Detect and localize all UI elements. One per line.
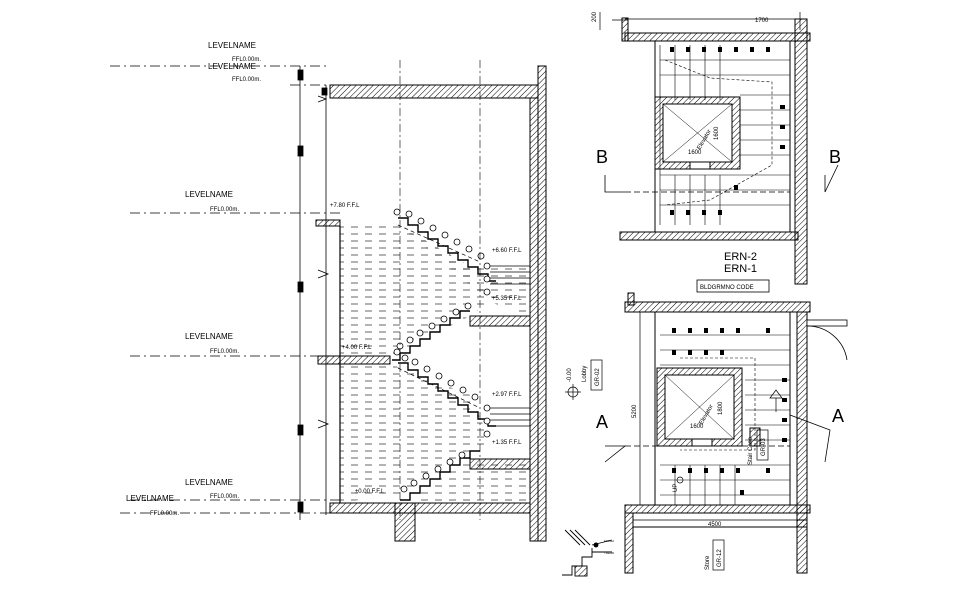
- dimension-label: 1600: [688, 150, 702, 156]
- elevation-label: ±0.00 F.F.L: [355, 489, 385, 495]
- lower-tread-marks: [672, 328, 787, 495]
- room-name: Lobby: [582, 366, 588, 382]
- stair-flights: [392, 217, 496, 501]
- dimension-label: 4500: [708, 522, 722, 528]
- dimension-label: 1800: [718, 401, 724, 415]
- dimension-label: 200: [592, 11, 598, 22]
- room-tag-box: [712, 539, 725, 571]
- level-ffl-label: FFL0.00m.: [210, 207, 239, 213]
- dimension-label: 1700: [755, 18, 769, 24]
- step-nosings: [393, 208, 491, 493]
- level-mark: -0.00: [567, 368, 573, 382]
- room-name: Stair Case: [748, 436, 754, 465]
- stair-infill: [339, 226, 530, 503]
- detail-note: TREAD: [604, 551, 615, 555]
- dimension-label: 5200: [632, 404, 638, 418]
- upper-stair-treads: [659, 45, 790, 225]
- section-gridlines: [399, 60, 481, 520]
- lower-plan-view: Elevator 1600 1800 5200 4500 -0.00 Lobby…: [565, 292, 848, 574]
- level-lines: [110, 65, 340, 514]
- plan-title: ERN-2: [724, 251, 757, 263]
- room-code: GR-02: [595, 368, 601, 386]
- section-marker-label: B: [596, 147, 608, 167]
- room-code: GR-12: [717, 549, 723, 567]
- dimension-label: 1600: [690, 424, 704, 430]
- up-arrow-label: UP: [673, 484, 679, 492]
- upper-plan-dimensions: [599, 12, 801, 30]
- code-box-label: BLDGRMNO CODE: [700, 285, 754, 291]
- level-name-label: LEVELNAME: [185, 332, 233, 341]
- section-marker-label: A: [596, 412, 608, 432]
- up-arrow-icon: [676, 476, 684, 484]
- upper-tread-marks: [670, 47, 785, 215]
- step-detail: FINISH TREAD: [562, 529, 615, 577]
- level-ffl-label: FFL0.00m.: [210, 349, 239, 355]
- section-cut-a: [604, 414, 831, 463]
- section-cut-b: [604, 164, 839, 193]
- section-marker-label: B: [829, 147, 841, 167]
- code-box: [696, 279, 770, 293]
- section-dimension-rail: [297, 66, 328, 520]
- lower-plan-dimensions: [565, 312, 797, 521]
- level-name-label: LEVELNAME: [208, 62, 256, 71]
- landing-ticks: [490, 265, 530, 427]
- room-tag-box: [590, 359, 603, 391]
- room-tag-box: [756, 429, 769, 461]
- break-symbols: [317, 95, 330, 429]
- upper-plan-view: 200 1700: [592, 11, 841, 293]
- dimension-label: 1600: [714, 126, 720, 140]
- elevation-label: +4.00 F.F.L: [342, 345, 372, 351]
- elevation-tags: +7.80 F.F.L +6.60 F.F.L +5.35 F.F.L +4.0…: [330, 203, 522, 495]
- level-name-label: LEVELNAME: [185, 478, 233, 487]
- door-swing: [806, 319, 848, 362]
- level-ffl-label: FFL0.00m.: [232, 57, 261, 63]
- elevation-label: +6.60 F.F.L: [492, 248, 522, 254]
- level-ffl-label: FFL0.00m.: [232, 77, 261, 83]
- upper-elevator-shaft: [654, 96, 741, 170]
- plan-title: ERN-1: [724, 263, 757, 275]
- room-name: Store: [705, 555, 711, 570]
- stair-section-view: LEVELNAME FFL0.00m. LEVELNAME FFL0.00m. …: [110, 41, 547, 542]
- elevation-label: +5.35 F.F.L: [492, 296, 522, 302]
- section-marker-label: A: [832, 406, 844, 426]
- upper-plan-walls: [619, 17, 811, 285]
- level-ffl-label: FFL0.00m.: [210, 494, 239, 500]
- room-code: GR-03: [761, 438, 767, 456]
- section-walls: [315, 65, 547, 542]
- level-labels: LEVELNAME FFL0.00m. LEVELNAME FFL0.00m. …: [126, 41, 261, 517]
- lower-elevator-shaft: [656, 367, 783, 447]
- level-name-label: LEVELNAME: [185, 190, 233, 199]
- detail-note: FINISH: [604, 539, 614, 543]
- elevation-label: +2.97 F.F.L: [492, 392, 522, 398]
- level-name-label: LEVELNAME: [126, 494, 174, 503]
- level-ffl-label: FFL0.00m.: [150, 511, 179, 517]
- elevation-label: +1.35 F.F.L: [492, 440, 522, 446]
- level-name-label: LEVELNAME: [208, 41, 256, 50]
- elevation-label: +7.80 F.F.L: [330, 203, 360, 209]
